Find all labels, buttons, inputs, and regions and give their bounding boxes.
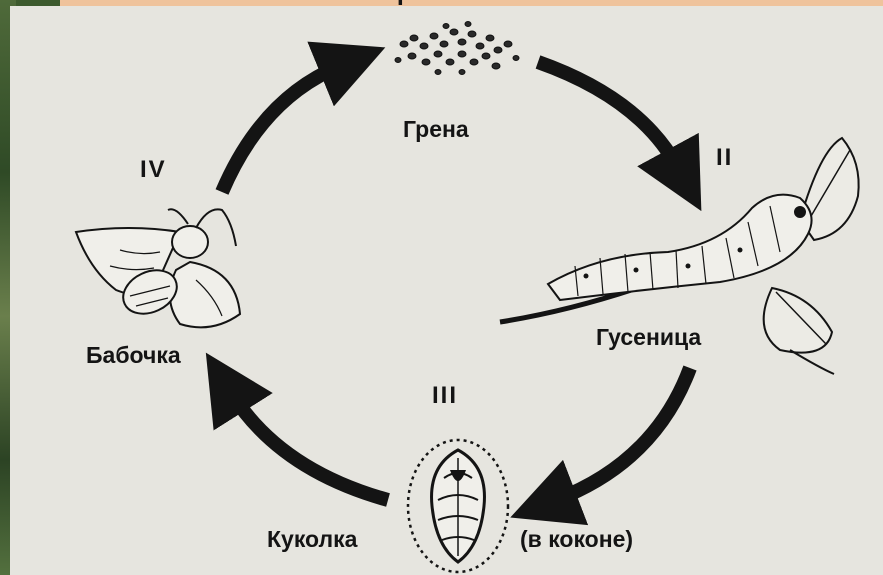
stage-numeral-iv: IV [140, 156, 167, 184]
arrow-ii-to-iii [556, 368, 690, 500]
eggs-icon [395, 22, 519, 75]
stage-name-pupa: Куколка [267, 526, 357, 553]
stage-numeral-i: I [397, 0, 406, 12]
stage-name-eggs: Грена [403, 116, 469, 143]
moth-icon [76, 209, 240, 327]
stage-numeral-ii: II [716, 144, 733, 172]
stage-name-moth: Бабочка [86, 342, 181, 369]
arrow-i-to-ii [538, 62, 678, 168]
pupa-cocoon-icon [408, 440, 508, 572]
stage-name-caterpillar: Гусеница [596, 324, 701, 351]
stage-note-cocoon: (в коконе) [520, 526, 633, 553]
arrow-iv-to-i [222, 66, 340, 192]
stage-numeral-iii: III [432, 382, 458, 410]
arrow-iii-to-iv [232, 394, 388, 500]
